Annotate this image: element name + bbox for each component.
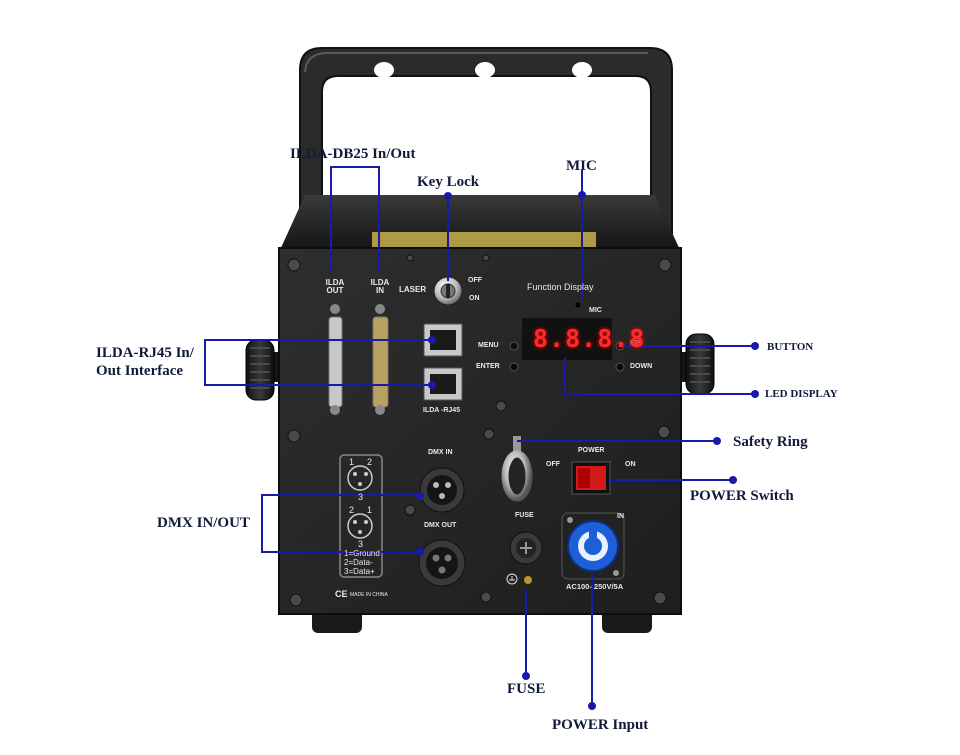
switch-on-label: ON bbox=[625, 461, 636, 468]
callout-key-lock: Key Lock bbox=[417, 174, 480, 190]
pin-legend-ground: 1=Ground bbox=[344, 549, 380, 558]
ilda-out-label: ILDA OUT bbox=[322, 278, 348, 296]
laser-label: LASER bbox=[399, 285, 427, 294]
pin-legend-data-minus: 2=Data- bbox=[344, 558, 373, 568]
dmx-in-label: DMX IN bbox=[428, 449, 453, 456]
pin-legend: 1=Ground 2=Data- 3=Data+ bbox=[344, 549, 380, 577]
bracket-hole bbox=[475, 62, 495, 78]
ilda-out-label-line1: ILDA bbox=[325, 278, 345, 287]
callout-ilda-rj45: ILDA-RJ45 In/ Out Interface bbox=[96, 344, 194, 380]
xlr-bottom-pin2: 2 bbox=[349, 505, 355, 515]
ce-mark: CE bbox=[335, 589, 348, 599]
fuse-panel-label: FUSE bbox=[515, 512, 534, 519]
dmx-out-connector[interactable] bbox=[418, 539, 466, 587]
callout-fuse: FUSE bbox=[507, 681, 546, 697]
fuse-holder[interactable] bbox=[509, 531, 543, 565]
power-in-label: IN bbox=[617, 513, 624, 520]
enter-button[interactable] bbox=[509, 362, 519, 372]
enter-label: ENTER bbox=[476, 363, 500, 370]
panel-mic-label: MIC bbox=[589, 307, 602, 314]
xlr-bottom-pin3: 3 bbox=[358, 539, 364, 549]
ilda-in-label: ILDA IN bbox=[367, 278, 393, 296]
callout-mic: MIC bbox=[566, 158, 597, 174]
key-on-label: ON bbox=[469, 295, 480, 302]
xlr-top-pin2: 2 bbox=[367, 457, 373, 467]
callout-ilda-db25: ILDA-DB25 In/Out bbox=[290, 146, 416, 162]
voltage-label: AC100- 250V/5A bbox=[566, 582, 624, 591]
power-input-connector[interactable] bbox=[561, 512, 625, 580]
callout-button: BUTTON bbox=[767, 341, 814, 353]
switch-off-label: OFF bbox=[546, 461, 560, 468]
made-in-label: MADE IN CHINA bbox=[350, 592, 388, 598]
function-display-label: Function Display bbox=[527, 282, 594, 292]
menu-label: MENU bbox=[478, 342, 499, 349]
ilda-out-label-line2: OUT bbox=[326, 286, 344, 296]
ilda-in-db25-connector[interactable] bbox=[372, 304, 389, 415]
callout-led-display: LED DISPLAY bbox=[765, 388, 838, 400]
callout-dmx-in-out: DMX IN/OUT bbox=[157, 515, 250, 531]
ilda-out-db25-connector[interactable] bbox=[328, 304, 343, 415]
display-bezel bbox=[522, 318, 612, 360]
bracket-hole bbox=[374, 62, 394, 78]
xlr-pin-diagram bbox=[339, 454, 383, 578]
xlr-top-pin3: 3 bbox=[358, 492, 364, 502]
power-label: POWER bbox=[578, 447, 605, 454]
dmx-in-connector[interactable] bbox=[419, 467, 465, 513]
key-off-label: OFF bbox=[468, 277, 482, 284]
menu-button[interactable] bbox=[509, 341, 519, 351]
callout-power-switch: POWER Switch bbox=[690, 488, 794, 504]
dmx-out-label: DMX OUT bbox=[424, 522, 457, 529]
callout-lines bbox=[204, 166, 755, 706]
ground-symbol bbox=[506, 573, 532, 585]
down-label: DOWN bbox=[630, 363, 653, 370]
callout-ilda-rj45-line2: Out Interface bbox=[96, 363, 184, 379]
ilda-in-label-line2: IN bbox=[376, 286, 384, 296]
xlr-bottom-pin1: 1 bbox=[367, 505, 373, 515]
callout-dots bbox=[416, 191, 759, 710]
pin-legend-data-plus: 3=Data+ bbox=[344, 567, 375, 577]
ilda-in-label-line1: ILDA bbox=[370, 278, 390, 287]
up-label: UP bbox=[630, 340, 640, 347]
safety-ring bbox=[501, 436, 533, 502]
led-display: 8.8.8.8 bbox=[533, 324, 646, 353]
xlr-top-pin1: 1 bbox=[349, 457, 355, 467]
key-lock[interactable] bbox=[433, 276, 463, 306]
callout-power-input: POWER Input bbox=[552, 717, 649, 733]
mic-hole bbox=[575, 302, 581, 308]
callout-safety-ring: Safety Ring bbox=[733, 434, 808, 450]
callout-ilda-rj45-line1: ILDA-RJ45 In/ bbox=[96, 345, 194, 361]
down-button[interactable] bbox=[615, 362, 625, 372]
rj45-port-out[interactable] bbox=[423, 367, 463, 401]
panel-screws bbox=[287, 254, 672, 607]
ilda-rj45-label: ILDA -RJ45 bbox=[423, 407, 461, 414]
power-switch[interactable] bbox=[571, 461, 611, 495]
bracket-hole bbox=[572, 62, 592, 78]
